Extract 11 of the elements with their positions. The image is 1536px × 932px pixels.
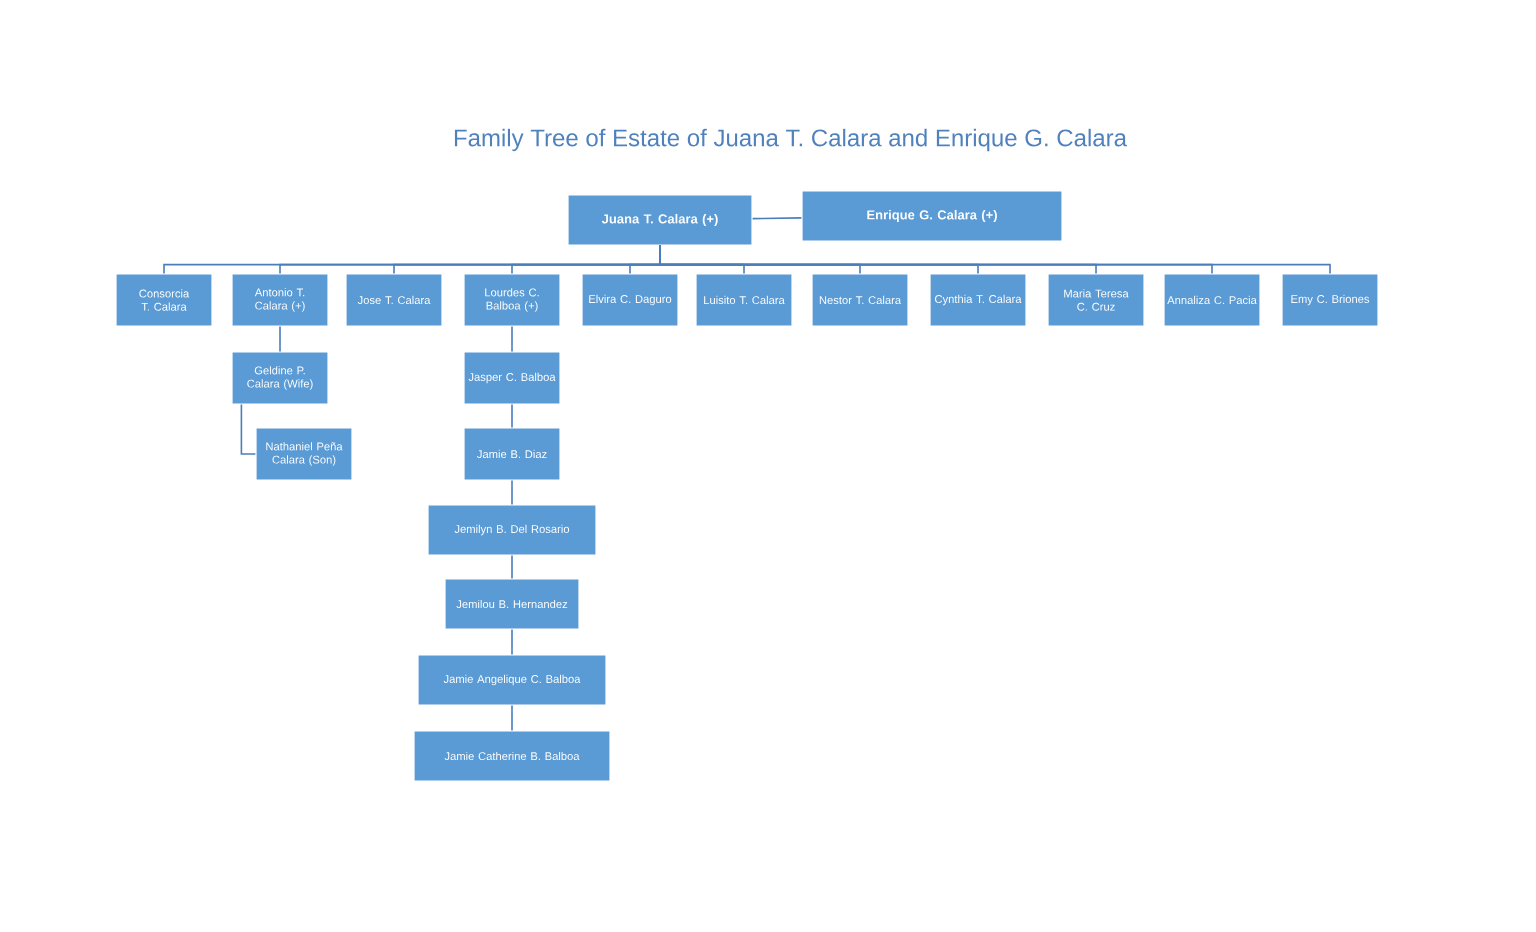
connector-line: [659, 244, 1331, 275]
connector-line: [511, 704, 513, 732]
connector-line: [511, 479, 513, 506]
connector-line: [511, 403, 513, 429]
connector-line: [751, 217, 803, 220]
title: Family Tree of Estate of Juana T. Calara and Enrique G. Calara: [454, 128, 1127, 152]
connector-line: [279, 325, 281, 353]
connector-line: [511, 554, 513, 580]
connector-line: [240, 403, 257, 455]
connector-line: [511, 325, 513, 353]
connector-line: [511, 628, 513, 656]
